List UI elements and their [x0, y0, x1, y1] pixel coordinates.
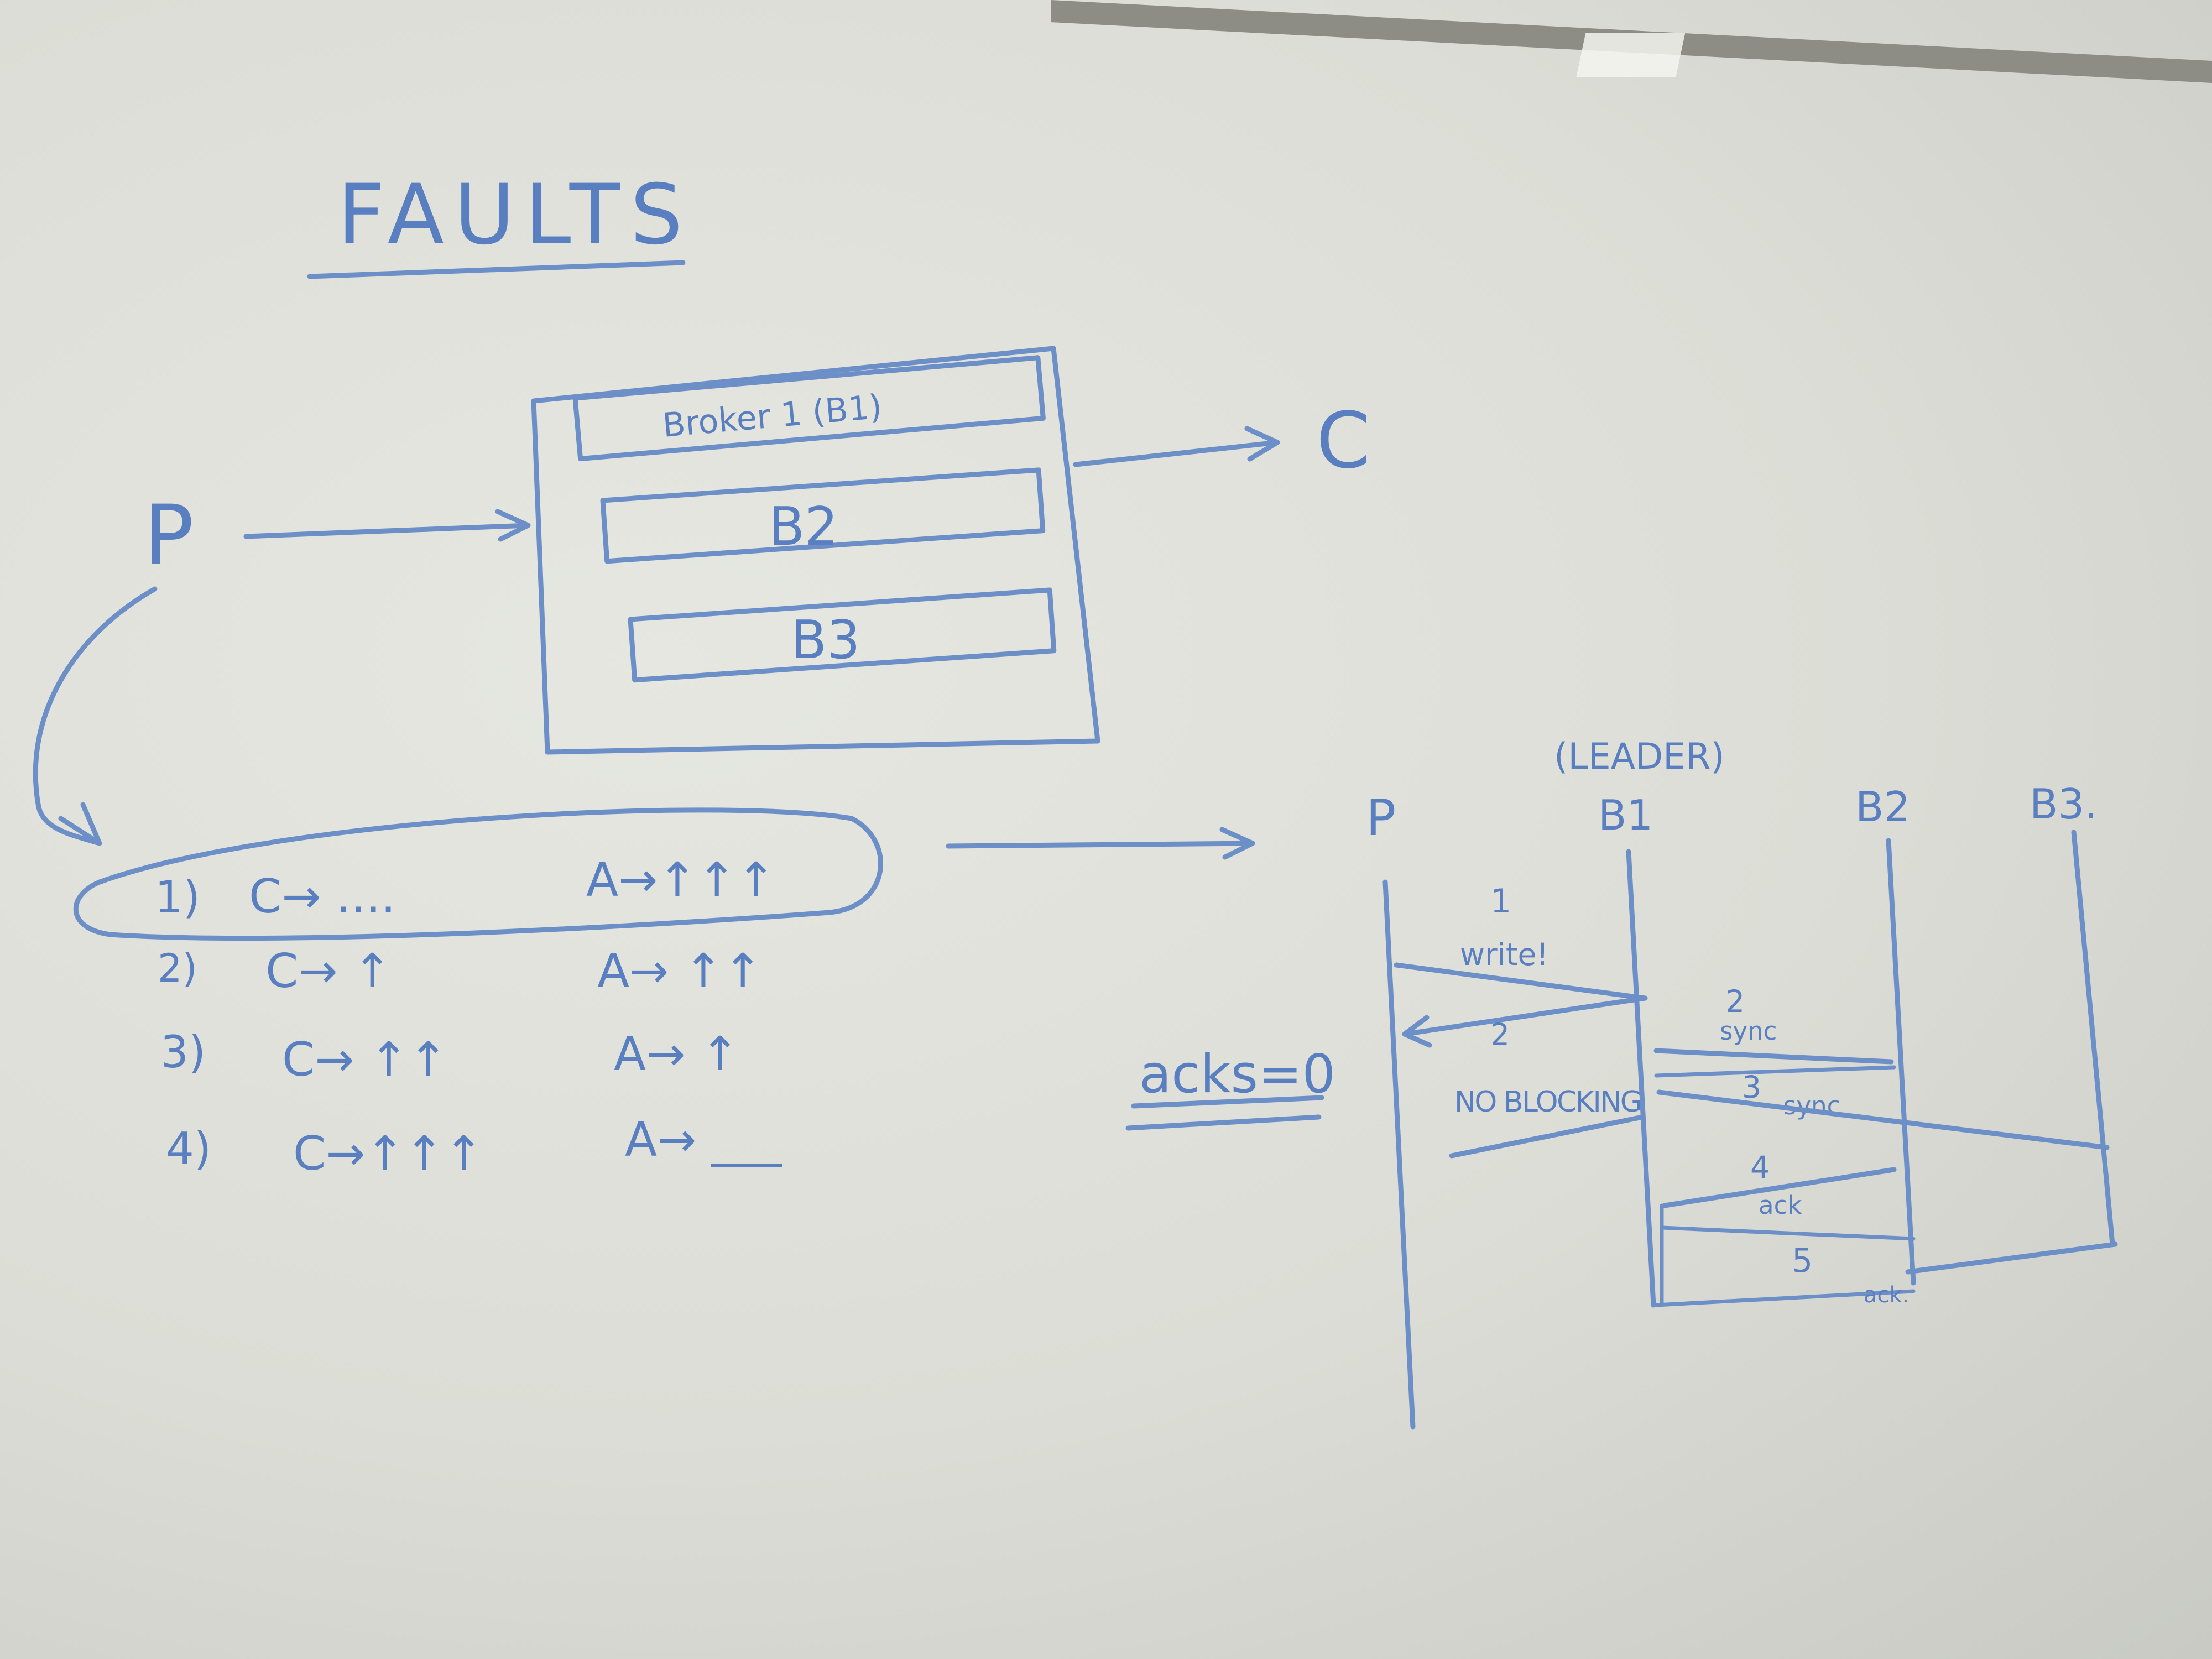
sync-b2-line: [1653, 1048, 1894, 1065]
scenario-3-number: 3): [160, 1026, 206, 1078]
scenario-3-c: C→ ↑↑: [282, 1032, 448, 1087]
scenario-2-a: A→ ↑↑: [597, 944, 763, 999]
ack-b2-line: [1662, 1167, 1897, 1208]
no-blocking-text: NO BLOCKING: [1454, 1086, 1642, 1119]
step-1-number: 1: [1490, 882, 1511, 921]
broker-3-box: [628, 587, 1057, 683]
scenario-1-number: 1): [155, 872, 200, 923]
lane-label-b3: B3.: [2030, 780, 2098, 828]
step-2b-text: sync: [1720, 1016, 1777, 1046]
return-arrow: [1402, 995, 1648, 1048]
light-reflection: [1576, 33, 1686, 77]
broker-cluster-box: [531, 346, 1100, 755]
scenario-1-ellipse: [73, 807, 883, 941]
step-2b-number: 2: [1725, 984, 1745, 1019]
cluster-to-consumer-arrow: [1073, 426, 1280, 467]
lane-label-b1: B1: [1598, 791, 1653, 839]
producer-label: P: [144, 488, 194, 584]
scenario-4-c: C→↑↑↑: [293, 1126, 483, 1181]
lane-label-b2: B2: [1855, 782, 1910, 831]
step-3-number: 3: [1742, 1070, 1761, 1105]
step-5-number: 5: [1792, 1241, 1813, 1280]
acks-underline-1: [1131, 1095, 1324, 1109]
sequence-diagram: (LEADER) P B1 B2 B3. 1 write! 2 NO BLOCK…: [1366, 736, 2118, 1430]
scenario-1-a: A→↑↑↑: [586, 853, 776, 907]
ack-b3-line: [1905, 1241, 2118, 1275]
step-2-number: 2: [1490, 1017, 1510, 1052]
scenario-4-number: 4): [166, 1123, 211, 1175]
no-blocking-underline: [1449, 1114, 1645, 1159]
title-underline: [307, 260, 686, 279]
ack-box-bottom: [1654, 1289, 1916, 1307]
lifeline-b3: [2071, 830, 2115, 1247]
scenario-2-number: 2): [158, 946, 197, 991]
broker-1-box: [572, 355, 1046, 462]
acks-underline-2: [1125, 1114, 1322, 1131]
producer-curve-arrow: [33, 586, 158, 846]
scenario-3-a: A→ ↑: [614, 1027, 740, 1082]
lifeline-b1: [1626, 849, 1656, 1308]
leader-label: (LEADER): [1554, 736, 1725, 778]
broker-2-label: B2: [769, 497, 838, 557]
write-arrow: [1394, 962, 1648, 1001]
scenario-list: 1) C→ .... A→↑↑↑ 2) C→ ↑ A→ ↑↑ 3) C→ ↑↑ …: [155, 853, 782, 1181]
broker-3-label: B3: [791, 610, 860, 671]
producer-to-cluster-arrow: [243, 509, 531, 542]
step-4-text: ack: [1759, 1191, 1802, 1220]
broker-2-box: [600, 467, 1046, 564]
lane-label-p: P: [1366, 789, 1396, 847]
step-5-text: ack.: [1864, 1282, 1909, 1308]
scenario-1-c: C→ ....: [249, 869, 396, 924]
scenario-2-c: C→ ↑: [265, 944, 392, 999]
scenarios-to-sequence-arrow: [946, 827, 1255, 860]
scenario-4-a: A→ ___: [625, 1113, 782, 1167]
title: FAULTS: [337, 167, 693, 263]
acks-label: acks=0: [1139, 1044, 1335, 1105]
sync-b3-line: [1656, 1089, 2110, 1150]
consumer-label: C: [1316, 396, 1370, 486]
lifeline-b2: [1886, 838, 1916, 1286]
step-4-number: 4: [1750, 1150, 1770, 1185]
ack-box-top: [1660, 1225, 1916, 1241]
sync-box-top: [1654, 1065, 1896, 1078]
step-1-text: write!: [1460, 937, 1548, 972]
lifeline-p: [1383, 879, 1416, 1430]
